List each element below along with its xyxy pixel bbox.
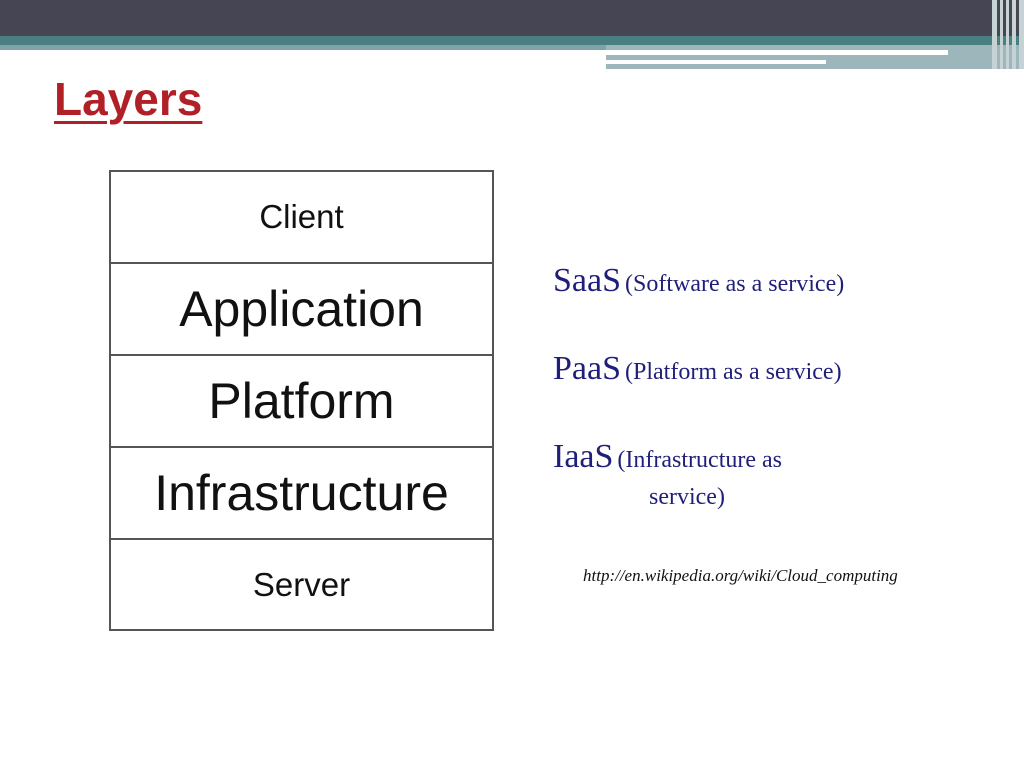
header-vertical-bar <box>1000 0 1003 69</box>
iaas-abbr: IaaS <box>553 438 614 475</box>
iaas-expansion: (Infrastructure as <box>617 447 782 473</box>
paas-definition: PaaS (Platform as a service) <box>553 350 842 388</box>
header-vertical-bar <box>992 0 997 69</box>
source-link[interactable]: http://en.wikipedia.org/wiki/Cloud_compu… <box>583 566 898 585</box>
header-vertical-bar <box>1012 0 1016 69</box>
paas-abbr: PaaS <box>553 350 621 387</box>
saas-abbr: SaaS <box>553 262 621 299</box>
iaas-expansion-continued: service) <box>649 484 725 510</box>
header-right-block <box>606 45 1024 69</box>
header-band-teal-light <box>0 45 606 50</box>
saas-expansion: (Software as a service) <box>625 271 845 297</box>
header-right-strip <box>606 60 826 64</box>
paas-expansion: (Platform as a service) <box>625 359 842 385</box>
slide-title: Layers <box>54 73 203 125</box>
saas-definition: SaaS (Software as a service) <box>553 262 844 300</box>
header-vertical-bar <box>1006 0 1009 69</box>
layer-server: Server <box>252 565 351 603</box>
header-band-teal <box>0 36 1024 45</box>
iaas-definition: IaaS (Infrastructure as service) <box>553 439 883 513</box>
layer-stack-diagram: Client Application Platform Infrastructu… <box>109 170 494 631</box>
layer-infrastructure: Infrastructure <box>111 448 492 540</box>
header-vertical-bar <box>1019 0 1024 69</box>
layer-application: Application <box>111 264 492 356</box>
layer-platform: Platform <box>111 356 492 448</box>
layer-client: Client <box>111 172 492 264</box>
header-band-dark <box>0 0 1024 36</box>
header-right-strip <box>606 50 948 55</box>
